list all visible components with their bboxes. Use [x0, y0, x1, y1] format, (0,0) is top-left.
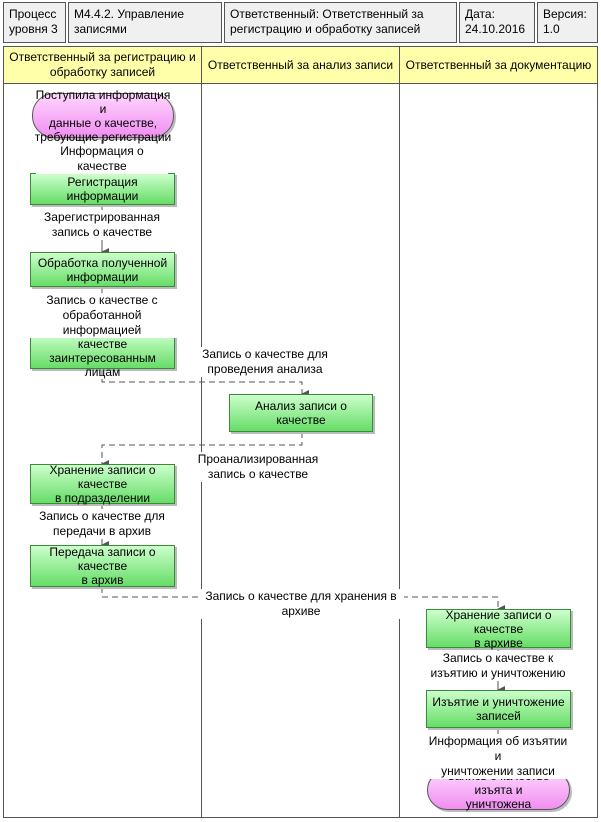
- connector: [101, 369, 309, 398]
- process-name-cell: М4.4.2. Управление записями: [68, 2, 222, 43]
- lane-divider: [399, 84, 400, 818]
- flow-label: Зарегистрированная запись о качестве: [36, 210, 168, 240]
- flow-label: Проанализированная запись о качестве: [192, 452, 324, 482]
- flow-label: Запись о качестве с обработанной информа…: [26, 293, 178, 338]
- process-level-cell: Процесс уровня 3: [3, 2, 66, 43]
- task-register-information[interactable]: Регистрация информации: [30, 173, 175, 205]
- connector: [101, 432, 303, 468]
- flow-label: Информация о качестве: [36, 144, 168, 174]
- task-process-information[interactable]: Обработка полученной информации: [30, 252, 175, 287]
- process-header: Процесс уровня 3 М4.4.2. Управление запи…: [3, 2, 598, 43]
- task-store-in-department[interactable]: Хранение записи о качестве в подразделен…: [30, 463, 175, 505]
- task-analyze-record[interactable]: Анализ записи о качестве: [229, 394, 373, 432]
- flow-label: Запись о качестве для хранения в архиве: [198, 589, 404, 619]
- lane-divider: [201, 84, 202, 818]
- lane-header-registration: Ответственный за регистрацию и обработку…: [3, 46, 202, 84]
- connector: [101, 587, 505, 613]
- flow-label: Запись о качестве для передачи в архив: [36, 509, 168, 539]
- flow-label: Запись о качестве к изъятию и уничтожени…: [430, 651, 566, 681]
- lane-header-documentation: Ответственный за документацию: [399, 46, 598, 84]
- date-cell: Дата: 24.10.2016: [459, 2, 535, 43]
- task-withdraw-and-destroy[interactable]: Изъятие и уничтожение записей: [426, 690, 571, 728]
- flow-label: Запись о качестве для проведения анализа: [196, 347, 334, 377]
- start-event[interactable]: Поступила информация и данные о качестве…: [32, 88, 174, 144]
- responsible-cell: Ответственный: Ответственный за регистра…: [224, 2, 457, 43]
- version-cell: Версия: 1.0: [537, 2, 598, 43]
- lane-header-analysis: Ответственный за анализ записи: [201, 46, 400, 84]
- task-transfer-to-archive[interactable]: Передача записи о качестве в архив: [30, 545, 175, 587]
- flow-label: Информация об изъятии и уничтожении запи…: [426, 734, 570, 779]
- task-store-in-archive[interactable]: Хранение записи о качестве в архиве: [426, 608, 571, 650]
